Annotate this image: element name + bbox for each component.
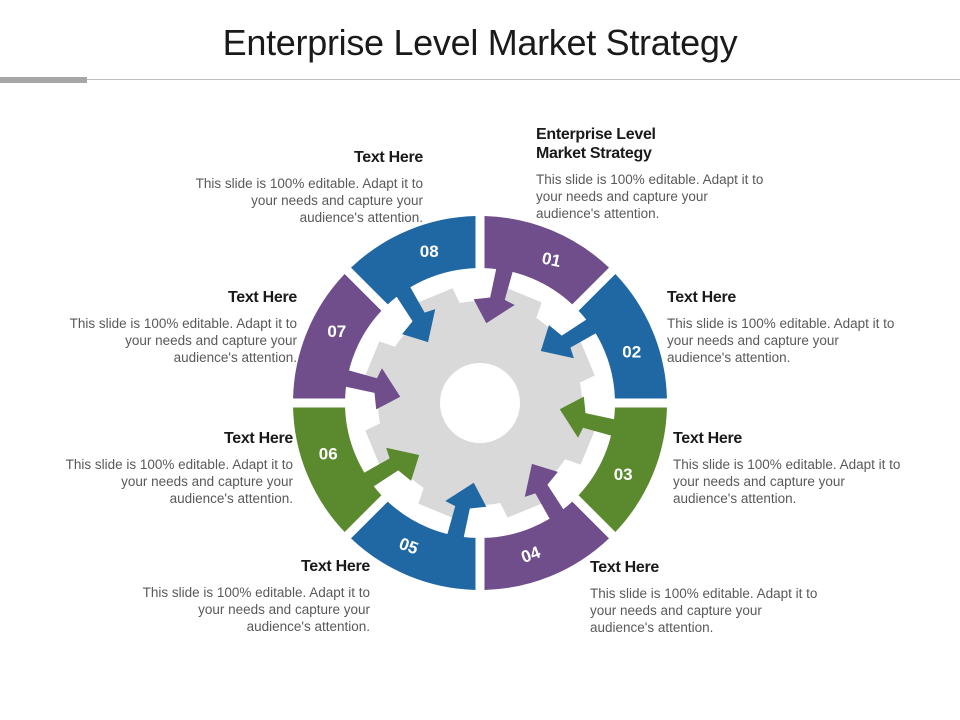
text-block-01-heading: Enterprise Level Market Strategy (536, 126, 656, 162)
ring-segment-8 (350, 216, 476, 305)
text-block-03-body: This slide is 100% editable. Adapt it to… (673, 457, 901, 506)
segment-number-8: 08 (420, 242, 439, 261)
text-block-01: Enterprise Level Market Strategy This sl… (536, 125, 766, 222)
text-block-02: Text Here This slide is 100% editable. A… (667, 288, 897, 366)
text-block-02-heading: Text Here (667, 289, 737, 306)
text-block-03: Text Here This slide is 100% editable. A… (673, 429, 903, 507)
gear-center-hole (440, 363, 520, 443)
text-block-06-heading: Text Here (223, 430, 293, 447)
text-block-04-heading: Text Here (590, 559, 660, 576)
segment-arrow-2 (540, 318, 599, 359)
title-divider-accent (0, 77, 87, 83)
ring-segment-3 (578, 407, 667, 533)
ring-segment-4 (484, 501, 610, 590)
text-block-06-body: This slide is 100% editable. Adapt it to… (65, 457, 293, 506)
segment-arrow-4 (524, 463, 565, 522)
ring-segment-5 (350, 501, 476, 590)
ring-segment-7 (293, 273, 382, 399)
segment-arrow-1 (473, 266, 515, 324)
segment-number-1: 01 (540, 249, 562, 272)
segment-arrow-3 (559, 396, 617, 438)
text-block-04-body: This slide is 100% editable. Adapt it to… (590, 586, 818, 635)
text-block-06: Text Here This slide is 100% editable. A… (63, 429, 294, 507)
ring-segment-6 (293, 407, 382, 533)
segment-number-6: 06 (319, 444, 338, 463)
text-block-05-heading: Text Here (300, 558, 370, 575)
text-block-05: Text Here This slide is 100% editable. A… (140, 557, 371, 635)
segment-number-7: 07 (327, 322, 346, 341)
segment-arrow-8 (395, 284, 436, 343)
segment-number-3: 03 (614, 465, 633, 484)
segment-number-2: 02 (622, 343, 641, 362)
segment-arrow-7 (343, 368, 401, 410)
text-block-08-body: This slide is 100% editable. Adapt it to… (195, 176, 423, 225)
text-block-07-heading: Text Here (227, 289, 297, 306)
text-block-03-heading: Text Here (673, 430, 743, 447)
ring-segment-2 (578, 273, 667, 399)
text-block-02-body: This slide is 100% editable. Adapt it to… (667, 316, 895, 365)
segment-arrow-5 (445, 482, 487, 540)
text-block-07-body: This slide is 100% editable. Adapt it to… (69, 316, 297, 365)
text-block-07: Text Here This slide is 100% editable. A… (67, 288, 298, 366)
segment-arrow-6 (361, 447, 420, 488)
title-divider (0, 79, 960, 80)
page-title: Enterprise Level Market Strategy (222, 22, 738, 63)
ring-segment-1 (484, 216, 610, 305)
text-block-08: Text Here This slide is 100% editable. A… (193, 148, 424, 226)
text-block-05-body: This slide is 100% editable. Adapt it to… (142, 585, 370, 634)
text-block-04: Text Here This slide is 100% editable. A… (590, 558, 820, 636)
text-block-08-heading: Text Here (353, 149, 423, 166)
text-block-01-body: This slide is 100% editable. Adapt it to… (536, 172, 764, 221)
